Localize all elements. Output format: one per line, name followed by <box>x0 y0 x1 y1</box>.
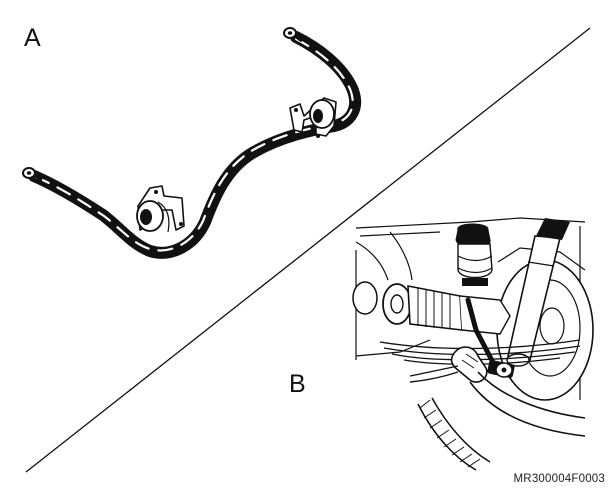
bump-stop <box>455 223 493 286</box>
stabilizer-bar <box>28 31 362 259</box>
tire-tread <box>417 397 491 471</box>
stabilizer-bar-illustration <box>22 27 362 259</box>
bushing-bracket-left <box>136 185 185 233</box>
stabilizer-bar-installed <box>465 297 501 375</box>
bar-end-right <box>283 27 303 43</box>
panel-label-a: A <box>24 24 41 52</box>
axle-housing <box>352 281 511 335</box>
panel-divider <box>25 27 591 473</box>
stabilizer-bar-highlight <box>34 37 354 252</box>
panel-label-b: B <box>289 370 306 398</box>
shock-absorber <box>506 218 570 367</box>
figure-code: MR300004F0003 <box>513 473 605 485</box>
rear-suspension-illustration <box>352 217 594 471</box>
bushing-bracket-right <box>289 97 337 138</box>
bar-end-left <box>22 167 43 182</box>
technician-hands <box>409 346 586 437</box>
